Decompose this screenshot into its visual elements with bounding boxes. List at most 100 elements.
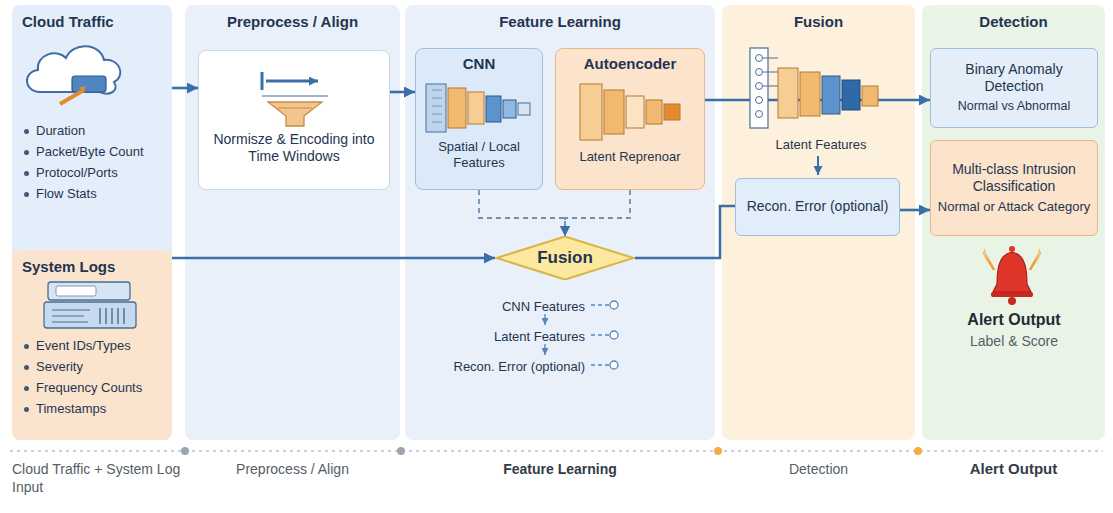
log-server-icon-part [48,282,130,300]
bullet-dot [24,150,29,155]
node-text: Normal vs Abnormal [958,99,1071,114]
fusion-list-marks-part [544,344,545,355]
text-row: Packet/Byte Count [22,144,144,160]
text-row: Latent Reprenoar [579,149,680,165]
label-holder: Latent Features [736,135,906,153]
process-box: Recon. Error (optional) [735,178,900,236]
latent-features-icon-part [756,111,763,118]
latent-features-icon-part [750,48,768,128]
preprocess-icon-part [262,95,328,97]
autoencoder-layers-icon [580,84,680,140]
text-row: Detection [979,13,1047,31]
text-row: Binary Anomaly Detection [937,61,1091,95]
text-row: Normal vs Abnormal [958,99,1071,114]
latent-features-icon-part [756,69,763,76]
annotation-label: Alert Output [967,311,1060,328]
annotation-label: CNN Features [502,299,585,314]
annotation-label: Latent Features [775,137,866,152]
stage-band: Preprocess / AlignNormisze & Encoding in… [185,5,400,440]
node-heading: Detection [979,13,1047,31]
cnn-layers-icon-part [468,92,484,124]
timeline-part [914,447,922,455]
stage-caption: Detection [789,461,848,477]
log-panel: System LogsEvent IDs/TypesSeverityFreque… [12,250,172,440]
bullet-dot [24,407,29,412]
text-row: Timestamps [22,401,106,417]
timeline [10,447,1103,455]
text-row: Fusion [794,13,843,31]
node-text: Severity [36,359,83,375]
node-text: Latent Reprenoar [579,149,680,165]
alarm-bell-icon-part [1008,297,1016,305]
fusion-list-marks-part [544,314,545,325]
bullet-dot [24,192,29,197]
timeline-part [181,447,189,455]
dashed-connector [565,190,630,236]
cloud-icon [27,46,120,104]
latent-features-icon [750,48,878,175]
annotation-label: Recon. Error (optional) [454,359,586,374]
text-row: Recon. Error (optional) [747,198,889,215]
flow-arrow [900,209,930,212]
node-heading: Fusion [537,248,593,269]
text-row: Multi-class Intrusion Classification [937,161,1091,195]
node-text: Protocol/Ports [36,165,118,181]
latent-features-icon-part [778,68,798,118]
decision-diamond: Fusion [495,236,635,280]
node-heading: CNN [463,55,496,73]
log-server-icon [44,282,136,328]
alarm-bell-icon-part [991,292,1033,297]
log-server-icon-part [100,308,124,324]
text-row: Cloud Traffic [22,13,114,31]
text-row: System Logs [22,258,115,276]
output-box: Binary Anomaly DetectionNormal vs Abnorm… [930,48,1098,128]
text-row: Flow Stats [22,186,97,202]
output-box: Multi-class Intrusion ClassificationNorm… [930,140,1098,236]
alarm-bell-icon [984,246,1040,305]
latent-features-icon-part [763,58,778,86]
autoencoder-layers-icon-part [604,90,624,134]
autoencoder-layers-icon-part [646,100,662,124]
fusion-list-marks-part [610,331,618,339]
label-holder: CNN Features [440,297,585,315]
bullet-dot [24,171,29,176]
node-heading: Cloud Traffic [22,13,114,31]
cnn-layers-icon-part [486,96,501,122]
text-row: Spatial / Local Features [422,139,536,171]
stage-band: Feature LearningCNNSpatial / Local Featu… [405,5,715,440]
flow-arrow [172,257,495,260]
label-holder: Cloud Traffic + System Log Input [12,460,184,496]
preprocess-icon [262,72,328,126]
label-holder: Latent Features [440,327,585,345]
label-holder: Preprocess / Align [185,460,400,478]
node-text: Flow Stats [36,186,97,202]
node-text: Normisze & Encoding into Time Windows [207,131,381,165]
cloud-icon-part [72,76,106,92]
latent-features-icon-part [822,76,840,114]
diamond-shape [496,236,633,279]
node-text: Packet/Byte Count [36,144,144,160]
flow-arrow [390,91,415,94]
label-holder: Detection [722,460,915,478]
text-row: Fusion [537,248,593,269]
node-text: Frequency Counts [36,380,142,396]
latent-features-icon-part [817,156,819,175]
alarm-bell-icon-part [1009,246,1015,252]
latent-features-icon-part [862,86,878,106]
cnn-layers-icon-part [432,90,442,122]
text-row: Frequency Counts [22,380,142,396]
node-heading: Fusion [794,13,843,31]
node-text: Event IDs/Types [36,338,131,354]
stage-caption: Alert Output [970,460,1058,477]
cnn-layers-icon [426,84,530,132]
label-holder: Recon. Error (optional) [410,357,585,375]
stage-caption: Preprocess / Align [236,461,349,477]
label-holder: Alert Output [928,310,1100,330]
bullet-dot [24,344,29,349]
flow-arrow [635,206,735,258]
fusion-list-marks-part [610,301,618,309]
fusion-list-marks-part [591,305,609,365]
log-server-icon-part [56,286,96,296]
preprocess-icon-part [266,80,318,83]
cnn-layers-icon-part [426,84,446,132]
